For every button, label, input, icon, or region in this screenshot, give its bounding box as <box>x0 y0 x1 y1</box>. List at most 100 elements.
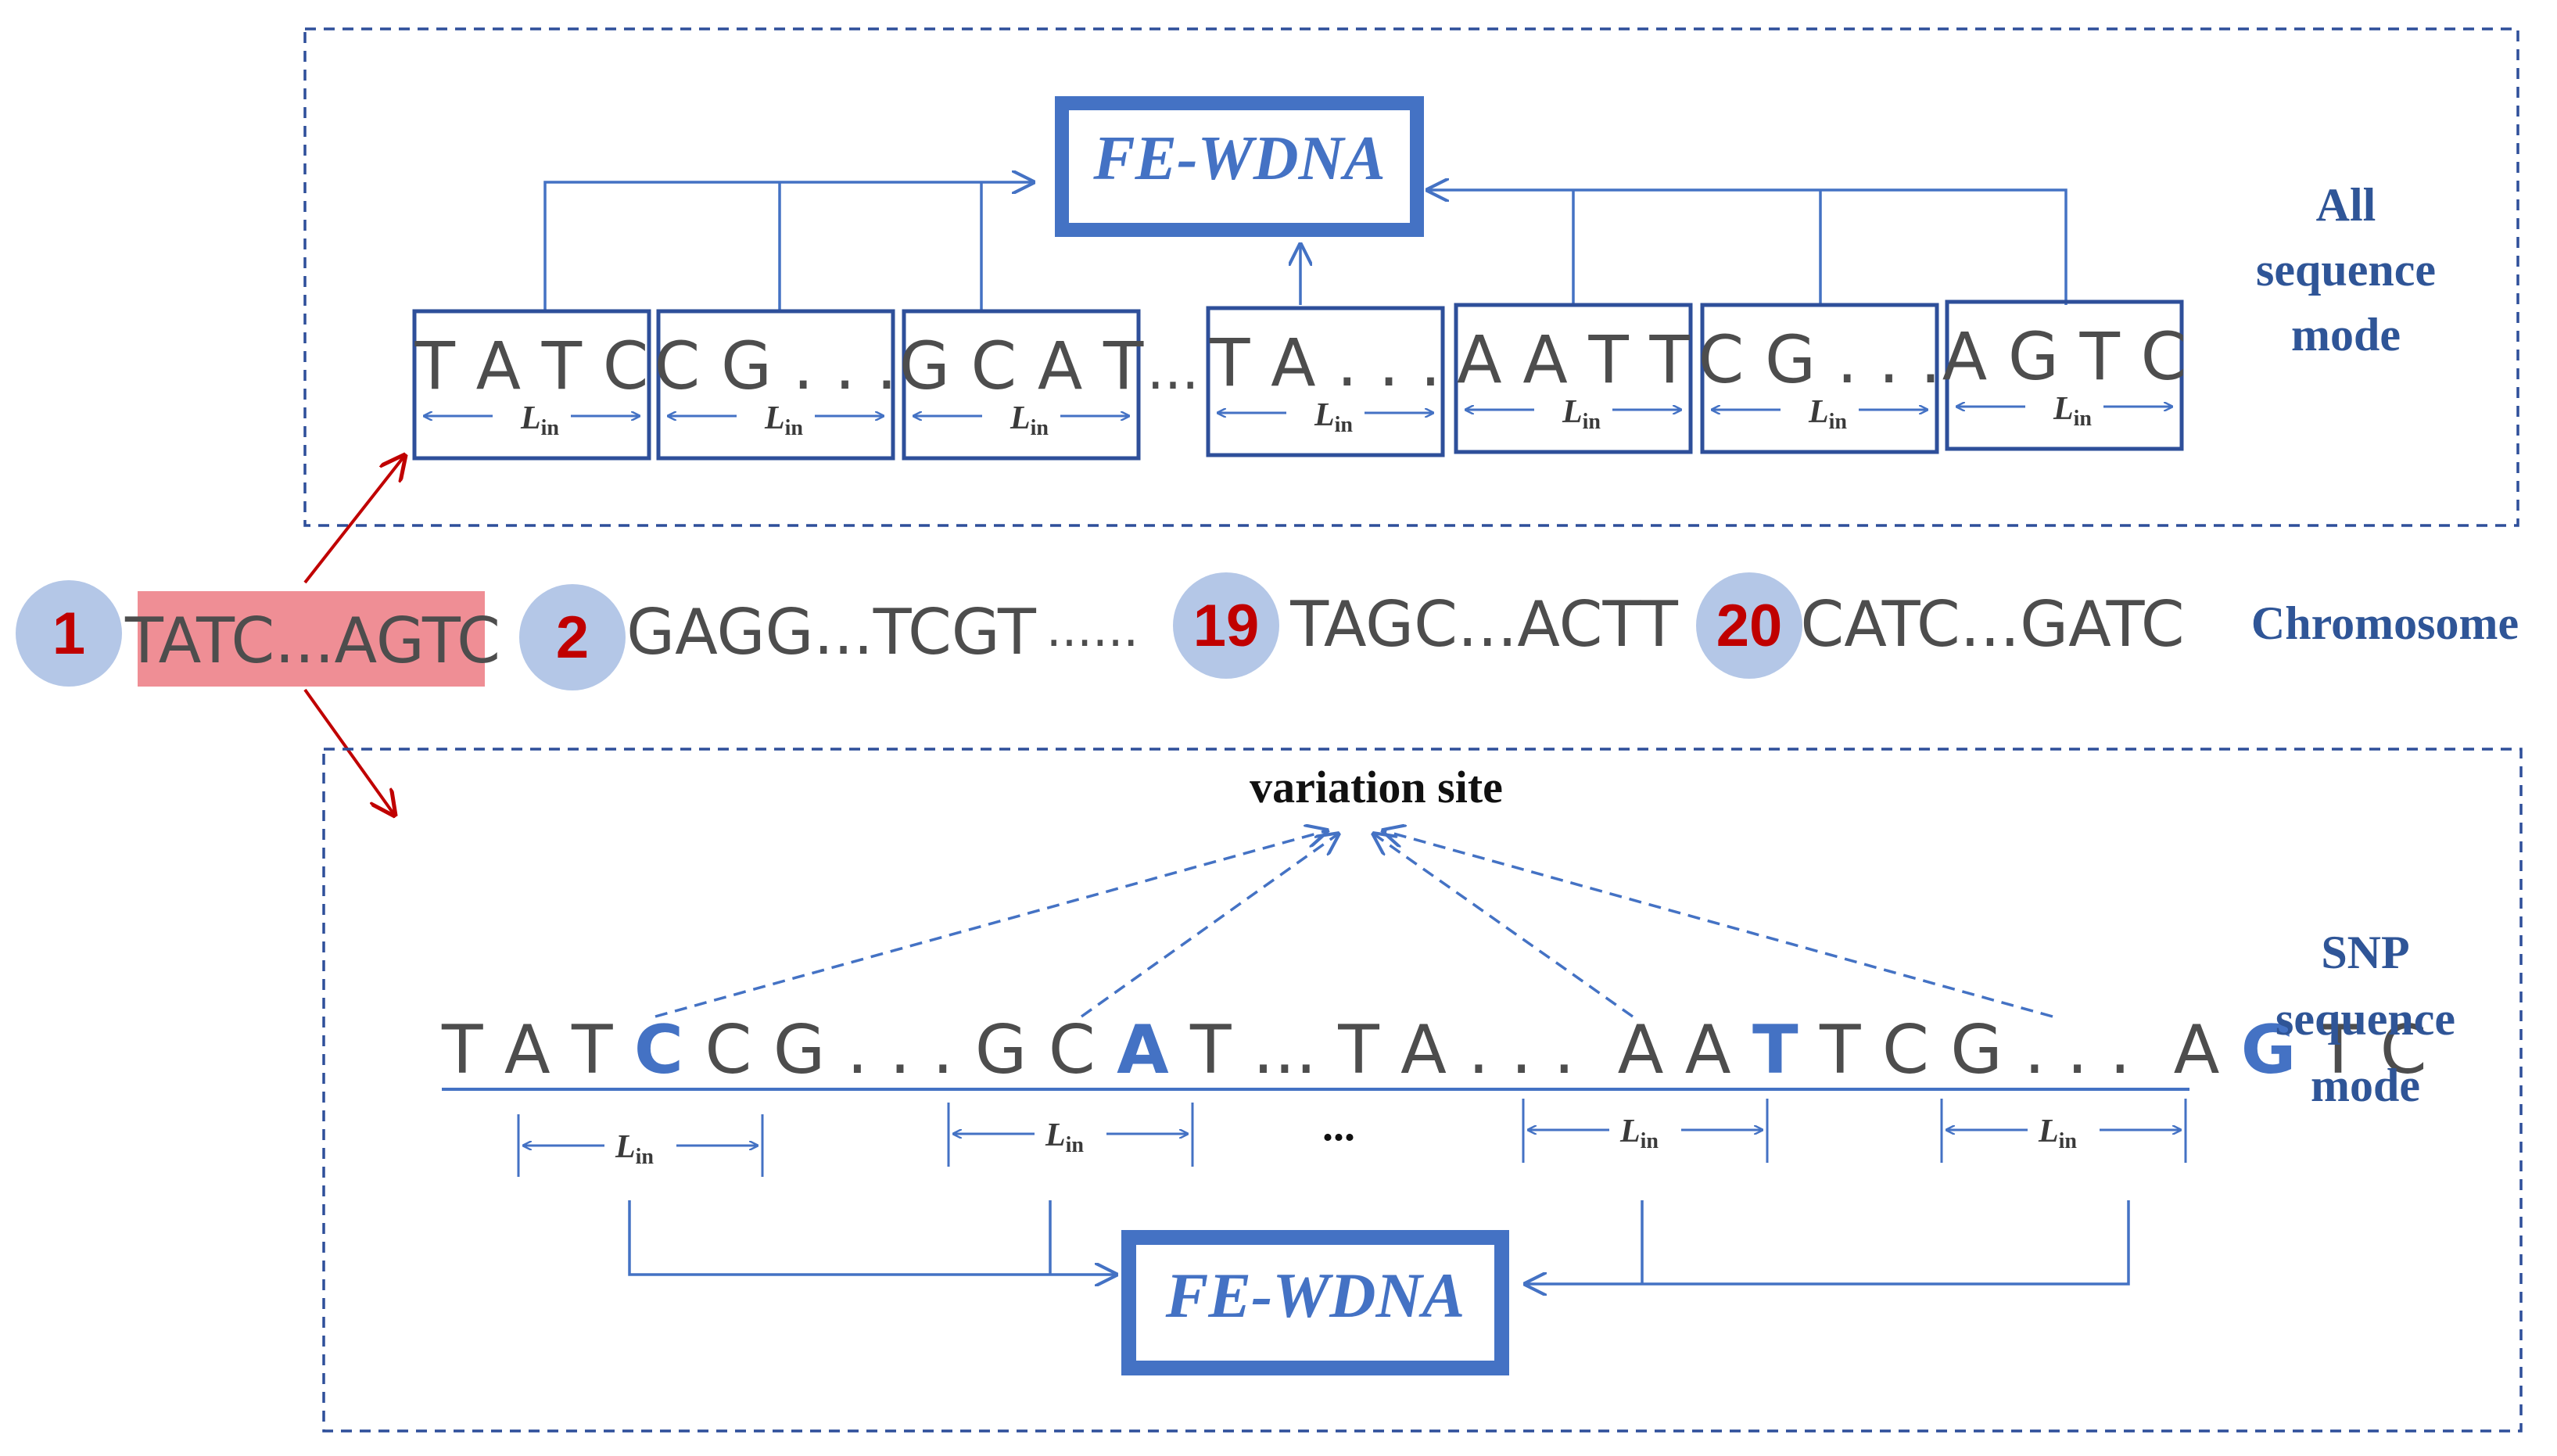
chromosome-number-circle <box>1173 572 1279 679</box>
svg-text:Lin: Lin <box>520 400 559 440</box>
length-label: L <box>1619 1114 1641 1149</box>
length-label: L <box>2038 1114 2059 1149</box>
length-indicator: Lin <box>947 1103 1194 1167</box>
svg-text:Lin: Lin <box>1314 397 1353 437</box>
length-label-sub: in <box>541 416 560 440</box>
segment-gap-ellipsis: ... <box>1147 338 1200 402</box>
length-label-sub: in <box>785 416 804 440</box>
variation-arrows <box>654 830 2053 1018</box>
length-label: L <box>1045 1117 1066 1153</box>
chromosome-row: 1 TATC...AGTC 2 GAGG...TCGT ...... 19 TA… <box>16 455 2519 816</box>
bottom-panel: variation site T A T C C G . . . G C A T… <box>322 748 2523 1433</box>
segment-text: T A . . . <box>1209 325 1441 401</box>
length-indicator: Lin <box>1940 1099 2187 1163</box>
top-mode-label-line: mode <box>2291 309 2401 360</box>
segment-box <box>1945 299 2184 451</box>
chromosome-label: Chromosome <box>2251 597 2519 649</box>
snp-highlight: A <box>1117 1011 1169 1089</box>
segment-text: C G . . . <box>654 328 898 404</box>
length-indicator: Lin <box>1465 394 1681 434</box>
bottom-mode-label-line: sequence <box>2275 993 2455 1045</box>
chromosome-highlight <box>138 591 485 687</box>
chromosome-sequence: CATC...GATC <box>1800 588 2184 661</box>
top-panel-border <box>303 27 2519 527</box>
length-indicator: Lin <box>668 400 884 440</box>
chromosome-number-circle <box>519 584 626 690</box>
length-label-sub: in <box>1583 410 1601 434</box>
chromosome-number: 1 <box>52 601 85 667</box>
segment-box <box>656 309 895 461</box>
top-mode-label-line: All <box>2316 179 2376 231</box>
length-indicator: Lin <box>913 400 1129 440</box>
length-label-sub: in <box>2059 1129 2078 1153</box>
svg-text:Lin: Lin <box>1010 400 1049 440</box>
top-mode-label-line: sequence <box>2256 244 2436 296</box>
length-indicator: Lin <box>517 1114 764 1177</box>
top-fe-wdna-box: FE-WDNA <box>1055 96 1424 237</box>
chromosome-separator: ...... <box>1046 601 1139 658</box>
chromosome-sequence: TAGC...ACTT <box>1289 588 1679 661</box>
svg-text:Lin: Lin <box>1808 394 1847 434</box>
svg-text:Lin: Lin <box>2038 1114 2077 1153</box>
length-label-sub: in <box>1641 1129 1659 1153</box>
svg-text:Lin: Lin <box>1045 1117 1084 1157</box>
bottom-mode-label-line: SNP <box>2321 927 2409 978</box>
top-segment-texts: T A T C C G . . . G C A T ... T A . . . … <box>414 318 2187 404</box>
bottom-panel-border <box>322 748 2523 1433</box>
segment-text: A A T T <box>1457 321 1690 398</box>
segment-text: G C A T <box>899 328 1144 404</box>
length-indicator: Lin <box>1712 394 1928 434</box>
length-label: L <box>615 1129 636 1165</box>
bottom-connectors <box>628 1200 2130 1284</box>
svg-text:Lin: Lin <box>764 400 803 440</box>
length-label: L <box>2053 391 2074 427</box>
red-arrow-up <box>303 455 405 584</box>
top-segment-boxes <box>412 299 2184 461</box>
chromosome-sequence: TATC...AGTC <box>124 604 500 677</box>
segment-text: C G . . . <box>1698 321 1942 398</box>
chromosome-number: 2 <box>556 604 589 671</box>
red-arrow-down <box>303 688 395 816</box>
segment-box <box>1206 306 1445 457</box>
svg-text:Lin: Lin <box>2053 391 2092 431</box>
length-indicator: Lin <box>424 400 640 440</box>
svg-text:Lin: Lin <box>615 1129 654 1169</box>
segment-box <box>902 309 1141 461</box>
snp-sequence: T A T C C G . . . G C A T ... T A . . . … <box>441 1011 2427 1089</box>
top-panel: FE-WDNA T A T C C G . . . G C A T <box>303 27 2519 527</box>
svg-text:Lin: Lin <box>1619 1114 1659 1153</box>
length-label: L <box>1010 400 1031 436</box>
top-connectors <box>543 182 2067 311</box>
length-label-sub: in <box>1031 416 1049 440</box>
length-label: L <box>1562 394 1583 430</box>
chromosome-number-circle <box>1696 572 1802 679</box>
bottom-fe-wdna-box: FE-WDNA <box>1121 1230 1509 1375</box>
top-fe-wdna-label: FE-WDNA <box>1092 124 1385 193</box>
segment-box <box>1454 303 1693 454</box>
bottom-mode-label: SNP sequence mode <box>2275 927 2455 1111</box>
top-length-indicators: Lin Lin Lin Lin Lin <box>424 391 2172 440</box>
top-mode-label: All sequence mode <box>2256 179 2436 360</box>
bottom-fe-wdna-label: FE-WDNA <box>1165 1260 1465 1331</box>
snp-seq-piece: T A T <box>441 1011 634 1089</box>
snp-seq-piece: T C <box>2296 1011 2426 1089</box>
length-label-sub: in <box>636 1145 654 1169</box>
length-label: L <box>520 400 541 436</box>
chromosome-number-circle <box>16 580 122 687</box>
segment-text: T A T C <box>414 328 649 404</box>
bottom-mode-label-line: mode <box>2311 1060 2420 1111</box>
snp-seq-piece: C G . . . G C <box>683 1011 1117 1089</box>
snp-seq-piece: T ... T A . . . A A <box>1169 1011 1752 1089</box>
length-label: L <box>1314 397 1335 433</box>
length-indicator: Lin <box>1956 391 2172 431</box>
snp-highlight: G <box>2241 1011 2297 1089</box>
length-label: L <box>1808 394 1829 430</box>
segment-box <box>412 309 651 461</box>
length-indicator: Lin <box>1522 1099 1769 1163</box>
chromosome-sequence: GAGG...TCGT <box>626 596 1037 669</box>
length-label-sub: in <box>1066 1133 1085 1157</box>
snp-highlight: C <box>634 1011 683 1089</box>
length-indicator: Lin <box>1218 397 1433 437</box>
snp-seq-piece: T C G . . . A <box>1799 1011 2241 1089</box>
